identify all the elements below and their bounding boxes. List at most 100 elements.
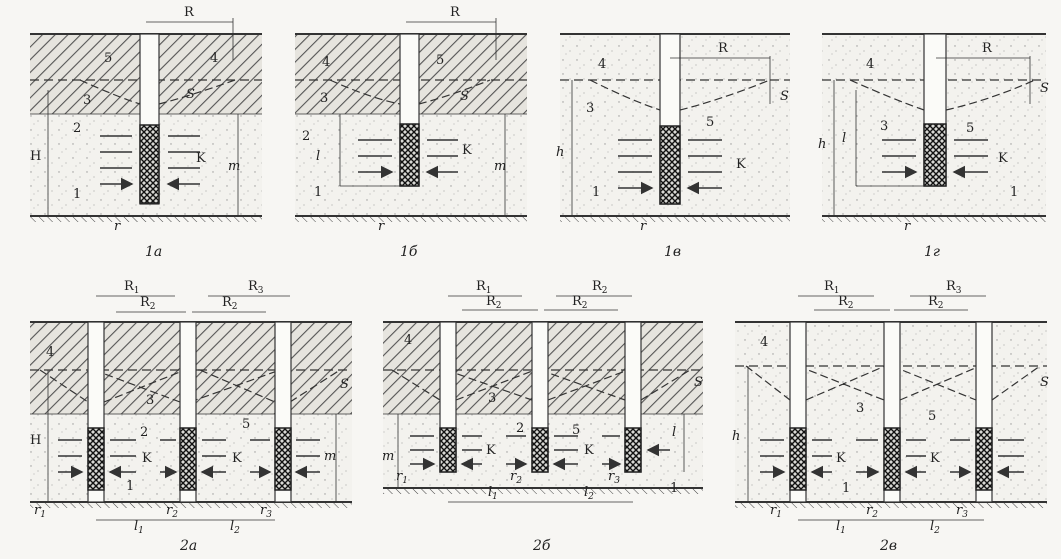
label-R2-top: R2 <box>592 279 608 296</box>
caption-2b: 2б <box>532 538 551 554</box>
label-r2: r2 <box>166 503 178 520</box>
scheme-1b: R l m K 1 2 3 4 5 S r 1б <box>295 5 527 260</box>
label-l2: l2 <box>584 485 594 502</box>
caption-1a: 1a <box>145 244 162 260</box>
label-S: S <box>460 89 469 104</box>
marker-2: 2 <box>140 425 148 440</box>
marker-1: 1 <box>73 187 81 202</box>
marker-1: 1 <box>670 481 678 496</box>
label-H: H <box>30 149 41 164</box>
marker-5: 5 <box>572 423 580 438</box>
label-S: S <box>1040 81 1049 96</box>
marker-3: 3 <box>488 391 496 406</box>
scheme-1v: R h K 1 3 4 5 S r 1в <box>556 33 790 260</box>
marker-3: 3 <box>83 93 91 108</box>
label-l: l <box>842 131 846 146</box>
marker-3: 3 <box>146 393 154 408</box>
marker-4: 4 <box>760 335 768 350</box>
marker-4: 4 <box>598 57 606 72</box>
well-screen-2 <box>179 427 197 491</box>
well-screen <box>139 124 160 204</box>
label-R3: R3 <box>248 279 264 296</box>
scheme-2b: R1 R2 R2 R2 m l K K 1 2 3 4 5 S r1 r2 r3… <box>382 279 703 554</box>
label-S: S <box>780 89 789 104</box>
label-R: R <box>184 5 195 20</box>
label-R2: R2 <box>486 294 502 311</box>
label-R2: R2 <box>140 295 156 312</box>
label-l2: l2 <box>230 519 240 536</box>
depression-curve <box>329 79 491 105</box>
marker-3: 3 <box>586 101 594 116</box>
label-l1: l1 <box>134 519 144 536</box>
label-l2: l2 <box>930 519 940 536</box>
label-K: K <box>462 143 472 158</box>
marker-5: 5 <box>436 53 444 68</box>
marker-1: 1 <box>592 185 600 200</box>
label-S: S <box>340 377 349 392</box>
label-r: r <box>904 219 911 234</box>
marker-5: 5 <box>104 51 112 66</box>
label-K-1: K <box>836 451 846 466</box>
label-K: K <box>998 151 1008 166</box>
label-R: R <box>718 41 729 56</box>
label-r2: r2 <box>866 503 878 520</box>
label-R1: R1 <box>124 279 140 296</box>
label-R2b: R2 <box>572 294 588 311</box>
marker-2: 2 <box>73 121 81 136</box>
well-screen-1 <box>439 427 457 473</box>
well-screen-3 <box>624 427 642 473</box>
label-R: R <box>982 41 993 56</box>
label-h: h <box>818 137 826 152</box>
depression-curve <box>79 79 236 105</box>
caption-1g: 1г <box>924 244 940 260</box>
label-K-1: K <box>486 443 496 458</box>
label-r: r <box>114 219 121 234</box>
label-S: S <box>186 87 195 102</box>
label-r: r <box>640 219 647 234</box>
caption-1b: 1б <box>400 244 418 260</box>
label-m: m <box>324 449 336 464</box>
label-S: S <box>694 375 703 390</box>
scheme-1a: R H m K 1 2 3 4 5 S r 1a <box>30 5 262 260</box>
scheme-1g: R h l K 1 3 4 5 S r 1г <box>818 33 1049 260</box>
label-K: K <box>736 157 746 172</box>
label-l1: l1 <box>488 485 498 502</box>
caption-2v: 2в <box>879 538 897 554</box>
scheme-2v: R1 R3 R2 R2 h K K 1 3 4 5 S r1 r2 r3 l1 … <box>732 279 1049 554</box>
marker-2: 2 <box>516 421 524 436</box>
impervious-base <box>30 216 262 222</box>
label-R1: R1 <box>476 279 492 296</box>
well-screen-2 <box>883 427 901 491</box>
label-l: l <box>316 149 320 164</box>
depression-curve <box>589 79 771 111</box>
marker-1: 1 <box>842 481 850 496</box>
well-screen-1 <box>789 427 807 491</box>
label-S: S <box>1040 375 1049 390</box>
label-R: R <box>450 5 461 20</box>
label-r3: r3 <box>608 469 620 486</box>
marker-3: 3 <box>856 401 864 416</box>
label-K-2: K <box>584 443 594 458</box>
label-K-2: K <box>930 451 940 466</box>
label-r2: r2 <box>510 469 522 486</box>
marker-5: 5 <box>966 121 974 136</box>
well-screen-3 <box>975 427 993 491</box>
marker-4: 4 <box>210 51 218 66</box>
label-m: m <box>494 159 506 174</box>
well-screen-3 <box>274 427 292 491</box>
marker-5: 5 <box>928 409 936 424</box>
well-screen <box>659 125 681 205</box>
label-m: m <box>382 449 394 464</box>
label-R2b: R2 <box>928 294 944 311</box>
label-l1: l1 <box>836 519 846 536</box>
marker-5: 5 <box>706 115 714 130</box>
label-R2: R2 <box>838 294 854 311</box>
depression-curves <box>391 369 691 401</box>
marker-1: 1 <box>314 185 322 200</box>
label-h: h <box>732 429 740 444</box>
label-K: K <box>196 151 206 166</box>
marker-4: 4 <box>866 57 874 72</box>
marker-4: 4 <box>322 55 330 70</box>
label-h: h <box>556 145 564 160</box>
